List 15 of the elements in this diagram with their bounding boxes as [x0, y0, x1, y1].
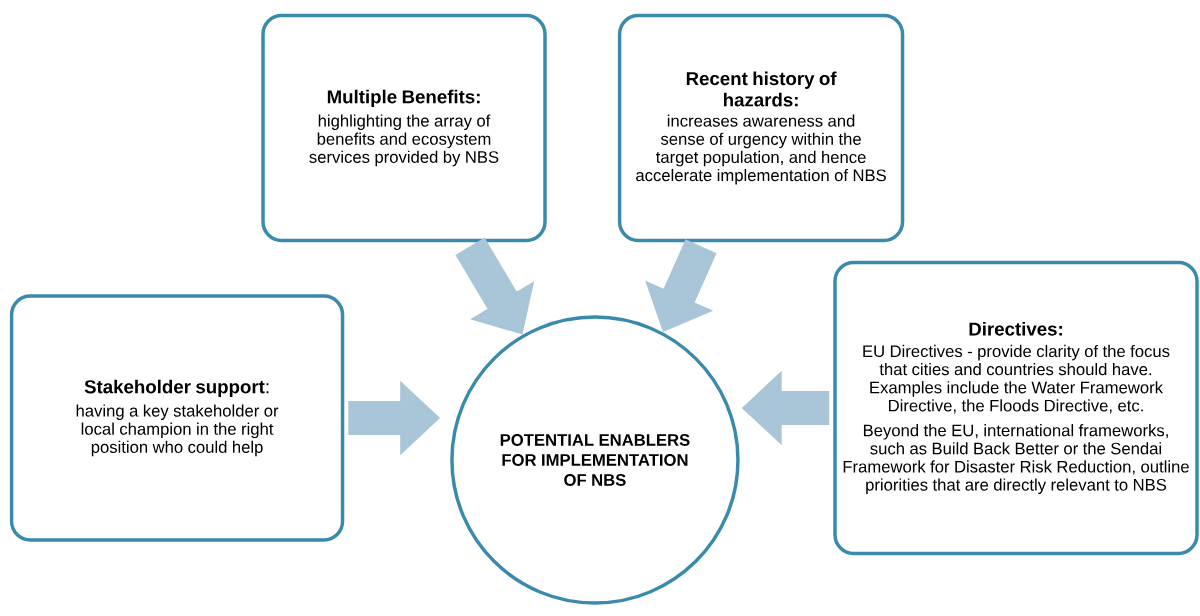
box-text: increases awareness and sense of urgency within the target population, and hence accelerate implementation of NBS [636, 114, 886, 185]
text-box [261, 13, 547, 243]
box-text: Beyond the EU, international frameworks, such as Build Back Better or the Sendai Framework for Disaster Risk Reduction, outline priorities that are directly relevant to NBS [843, 424, 1189, 494]
box-text: EU Directives - provide clarity of the focus that cities and countries should have. Examples include the Water Framework Directive, the Floods Directive, etc. [863, 344, 1170, 414]
box-heading: Stakeholder support: [84, 379, 269, 398]
circle-label: POTENTIAL ENABLERS FOR IMPLEMENTATION OF NBS [500, 434, 690, 486]
text-box [617, 13, 905, 243]
text-box [9, 294, 345, 542]
box-heading: Multiple Benefits: [327, 89, 480, 108]
box-heading: Recent history of hazards: [686, 71, 837, 107]
central-circle [450, 315, 740, 605]
box-text: having a key stakeholder or local champion in the right position who could help [76, 404, 279, 457]
box-heading: Directives: [969, 321, 1062, 336]
box-text: highlighting the array of benefits and ecosystem services provided by NBS [309, 114, 499, 167]
text-box [833, 260, 1199, 556]
